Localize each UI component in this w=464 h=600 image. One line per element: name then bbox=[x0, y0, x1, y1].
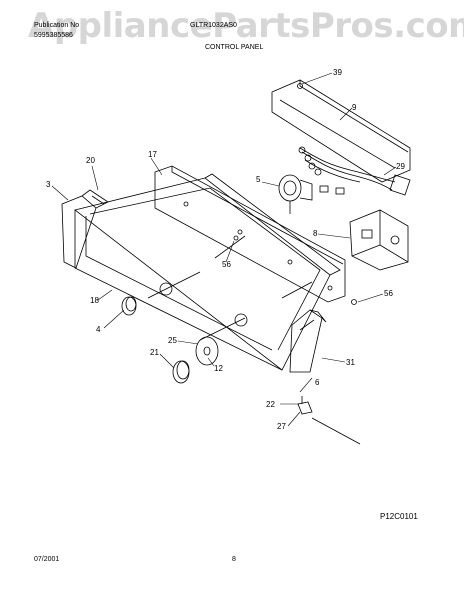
knob-small bbox=[121, 296, 137, 316]
publication-label: Publication No bbox=[34, 22, 80, 29]
callout-6: 6 bbox=[315, 378, 320, 387]
callout-8: 8 bbox=[313, 229, 318, 238]
callout-17: 17 bbox=[148, 150, 157, 159]
footer-page-number: 8 bbox=[232, 556, 236, 563]
callout-3: 3 bbox=[46, 180, 51, 189]
control-panel-body bbox=[74, 173, 341, 371]
callout-29: 29 bbox=[396, 162, 405, 171]
callout-27: 27 bbox=[277, 422, 286, 431]
screw-39 bbox=[297, 83, 303, 89]
callout-12: 12 bbox=[214, 364, 223, 373]
wire-harness bbox=[298, 146, 411, 196]
callout-21: 21 bbox=[150, 348, 159, 357]
right-end-cap bbox=[289, 309, 327, 373]
callout-18: 18 bbox=[90, 296, 99, 305]
dial-skirt bbox=[195, 336, 219, 366]
leader-lines bbox=[51, 72, 397, 427]
timer bbox=[349, 209, 409, 271]
screw bbox=[233, 235, 357, 305]
callout-56-b: 56 bbox=[384, 289, 393, 298]
watermark: AppliancePartsPros.com bbox=[28, 6, 464, 46]
callout-31: 31 bbox=[346, 358, 355, 367]
callout-9: 9 bbox=[352, 103, 357, 112]
publication-number: 5995385586 bbox=[34, 32, 73, 39]
figure-id: P12C0101 bbox=[380, 512, 418, 521]
knob-large bbox=[172, 360, 190, 384]
switch-button bbox=[297, 396, 361, 445]
mounting-bracket bbox=[154, 165, 346, 303]
footer-date: 07/2001 bbox=[34, 556, 60, 563]
callout-4: 4 bbox=[96, 325, 101, 334]
callout-20: 20 bbox=[86, 156, 95, 165]
callout-5: 5 bbox=[256, 175, 261, 184]
callout-25: 25 bbox=[168, 336, 177, 345]
rotary-switch bbox=[278, 174, 313, 214]
left-end-cap bbox=[61, 189, 109, 269]
callout-22: 22 bbox=[266, 400, 275, 409]
callout-39: 39 bbox=[333, 68, 342, 77]
model-number: GLTR1032AS0 bbox=[190, 22, 237, 29]
section-title: CONTROL PANEL bbox=[205, 44, 264, 51]
rear-bracket-plate bbox=[271, 79, 411, 183]
callout-56-a: 56 bbox=[222, 260, 231, 269]
